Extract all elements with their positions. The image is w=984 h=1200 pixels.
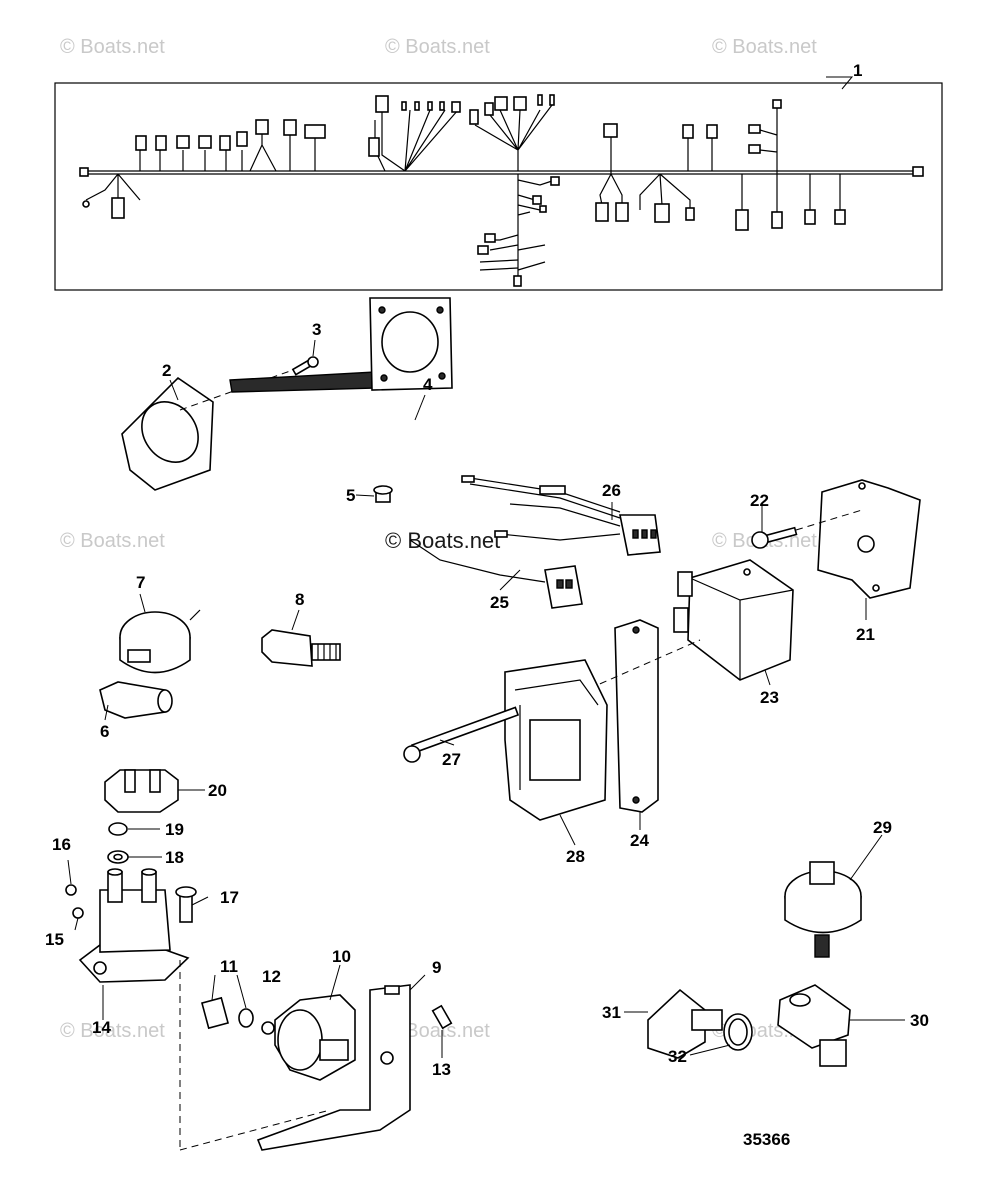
screw[interactable]: [751, 526, 798, 549]
callout-15: 15: [45, 930, 64, 949]
callout-4: 4: [423, 375, 433, 394]
pressure-sender[interactable]: [119, 609, 201, 674]
small-washer[interactable]: [72, 907, 84, 919]
wiring-harness[interactable]: [54, 82, 943, 291]
callout-11: 11: [220, 957, 238, 976]
washer[interactable]: [107, 850, 129, 864]
sensor-bracket[interactable]: [256, 984, 411, 1151]
callout-29: 29: [873, 818, 892, 837]
watermark: © Boats.net: [60, 36, 165, 58]
sensor-harness[interactable]: [461, 475, 661, 556]
watermark: © Boats.net: [60, 530, 165, 552]
temperature-sensor[interactable]: [261, 629, 341, 667]
mounting-plate[interactable]: [817, 479, 921, 599]
mounting-bracket[interactable]: [229, 297, 453, 393]
callout-25: 25: [490, 593, 509, 612]
callout-17: 17: [220, 888, 239, 907]
bolt[interactable]: [200, 996, 230, 1030]
callout-23: 23: [760, 688, 779, 707]
callout-1: 1: [853, 61, 862, 80]
watermark: © Boats.net: [385, 1020, 490, 1042]
drain-plug[interactable]: [647, 988, 723, 1059]
long-bolt[interactable]: [403, 706, 520, 763]
callout-16: 16: [52, 835, 71, 854]
callout-7: 7: [136, 573, 145, 592]
sealing-washer[interactable]: [723, 1013, 753, 1051]
fitting[interactable]: [99, 681, 173, 719]
callout-3: 3: [312, 320, 321, 339]
terminal-cover[interactable]: [104, 769, 179, 813]
callout-10: 10: [332, 947, 351, 966]
callout-labels: 1 2 3 4 5 6 7 8 9 10 11 12 13 14 15 16 1…: [45, 61, 929, 1149]
control-module[interactable]: [673, 559, 794, 681]
starter-solenoid[interactable]: [78, 868, 190, 983]
callout-14: 14: [92, 1018, 111, 1037]
callout-28: 28: [566, 847, 585, 866]
lock-washer[interactable]: [238, 1008, 254, 1028]
callout-6: 6: [100, 722, 109, 741]
watermark: © Boats.net: [385, 528, 501, 553]
callout-30: 30: [910, 1011, 929, 1030]
watermark: © Boats.net: [712, 36, 817, 58]
small-nut[interactable]: [65, 884, 77, 896]
callout-24: 24: [630, 831, 649, 850]
callout-5: 5: [346, 486, 355, 505]
callout-26: 26: [602, 481, 621, 500]
bolt[interactable]: [373, 485, 393, 503]
sensor-lead[interactable]: [409, 539, 583, 609]
callout-22: 22: [750, 491, 769, 510]
callout-20: 20: [208, 781, 227, 800]
knock-sensor[interactable]: [784, 861, 862, 958]
nut[interactable]: [108, 822, 128, 836]
callout-27: 27: [442, 750, 461, 769]
callout-19: 19: [165, 820, 184, 839]
terminal-bolt[interactable]: [175, 886, 197, 923]
callout-18: 18: [165, 848, 184, 867]
screw[interactable]: [431, 1004, 453, 1030]
callout-2: 2: [162, 361, 171, 380]
callout-31: 31: [602, 1003, 621, 1022]
watermark: © Boats.net: [385, 36, 490, 58]
module-bracket[interactable]: [614, 619, 659, 813]
watermark: © Boats.net: [60, 1020, 165, 1042]
callout-9: 9: [432, 958, 441, 977]
diagram-reference-number: 35366: [743, 1130, 790, 1149]
callout-21: 21: [856, 625, 875, 644]
callout-12: 12: [262, 967, 281, 986]
mounting-bezel[interactable]: [121, 376, 214, 491]
elbow-fitting[interactable]: [777, 984, 851, 1067]
screw[interactable]: [291, 356, 319, 376]
leader-lines: [67, 76, 905, 1058]
callout-32: 32: [668, 1047, 687, 1066]
callout-8: 8: [295, 590, 304, 609]
callout-13: 13: [432, 1060, 451, 1079]
position-sensor[interactable]: [261, 994, 356, 1081]
engine-control-module[interactable]: [504, 659, 608, 821]
